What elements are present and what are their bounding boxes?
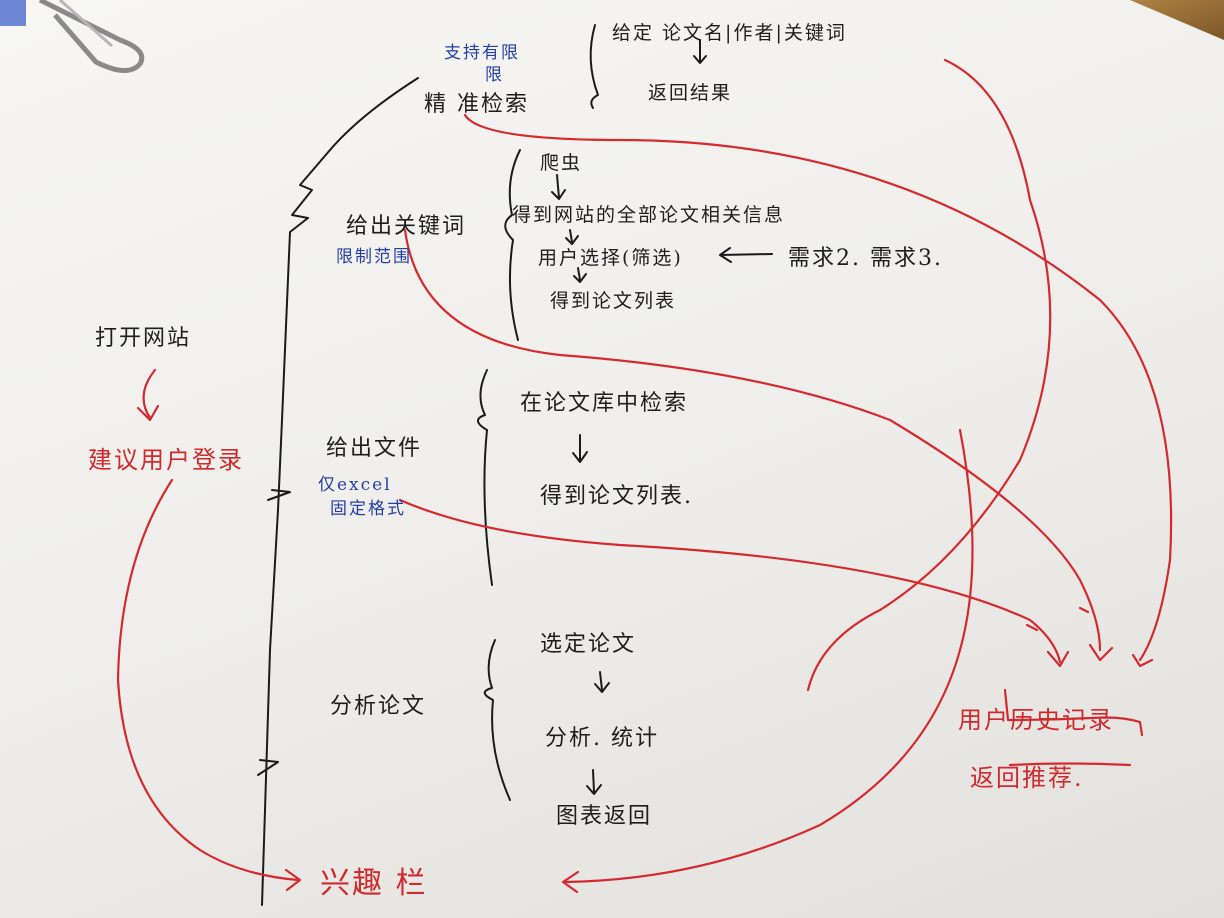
note-get-list-2: 得到论文列表. [540,484,693,509]
note-chart-return: 图表返回 [556,804,653,829]
note-get-all-info: 得到网站的全部论文相关信息 [512,204,786,226]
red-arrows [116,58,1173,894]
note-precise-search: 精 准检索 [424,92,529,117]
note-analyze-stats: 分析. 统计 [545,726,659,751]
note-suggest-login: 建议用户登录 [88,446,244,474]
note-excel-only: 仅excel [318,475,392,495]
black-structure-lines [257,24,773,906]
note-give-file: 给出文件 [326,436,423,461]
note-open-site: 打开网站 [95,326,192,351]
note-interest: 兴趣 栏 [320,866,428,901]
blue-corner [0,0,26,26]
note-user-history: 用户历史记录 [958,706,1114,734]
note-limit: 限 [485,65,504,85]
note-user-select: 用户选择(筛选) [538,247,683,269]
note-select-paper: 选定论文 [540,632,637,657]
note-analyze-paper: 分析论文 [330,694,427,719]
note-need: 需求2. 需求3. [788,246,943,271]
note-given-author: 给定 论文名|作者|关键词 [612,22,847,44]
note-fixed-format: 固定格式 [330,499,406,519]
binder-clip-icon [38,0,145,73]
note-limit-range: 限制范围 [336,247,412,267]
note-give-keywords: 给出关键词 [346,214,467,239]
note-get-list: 得到论文列表 [550,290,677,312]
note-support-limited: 支持有限 [444,43,520,63]
note-return-result: 返回结果 [648,82,733,104]
note-crawler: 爬虫 [540,152,583,174]
note-search-db: 在论文库中检索 [520,391,689,416]
note-return-recommend: 返回推荐. [970,764,1084,792]
